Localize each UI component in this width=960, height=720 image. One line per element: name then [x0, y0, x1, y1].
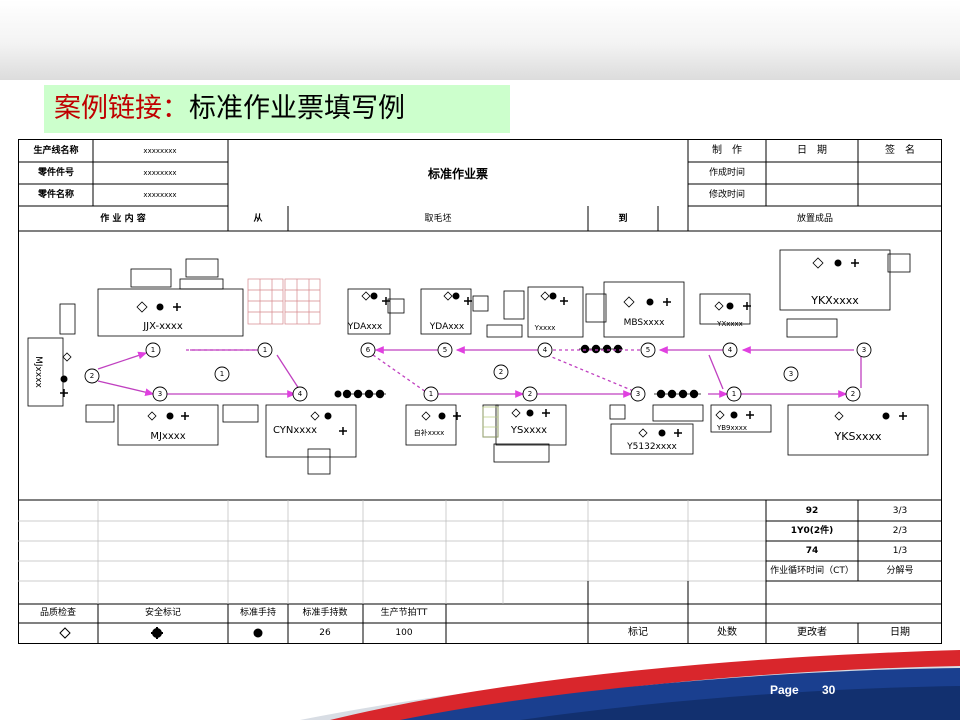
created-label: 作成时间	[708, 168, 746, 178]
to-value: 放置成品	[796, 214, 834, 224]
page-label: Page	[770, 683, 799, 697]
summary-1y0-value: 2/3	[892, 526, 908, 536]
cycle-time-label: 作业循环时间（CT）	[770, 566, 854, 576]
from-label: 从	[253, 214, 263, 224]
changer-label: 更改者	[797, 627, 827, 638]
title-highlight	[44, 85, 510, 133]
step-2-bottom: 2	[527, 390, 533, 398]
step-3-bottom-a: 3	[157, 390, 163, 398]
title-main: 标准作业票填写例	[189, 93, 405, 124]
part-number-value: xxxxxxxx	[143, 169, 177, 177]
machine-label-4: YDAxxx	[429, 322, 465, 332]
part-number-label: 零件件号	[37, 168, 75, 178]
line-name-label: 生产线名称	[33, 146, 79, 156]
standard-stock-count-label: 标准手持数	[302, 608, 348, 618]
machine-symbols	[62, 257, 844, 438]
machine-label-8: YKXxxxx	[811, 294, 859, 307]
machine-label-6: MBSxxxx	[623, 318, 665, 328]
cycle-label-3: 3	[788, 370, 794, 378]
machine-label-3: YDAxxx	[347, 322, 383, 332]
from-value: 取毛坯	[424, 214, 452, 224]
machine-label-10: CYNxxxx	[272, 425, 318, 436]
standard-stock-label: 标准手持	[239, 608, 277, 618]
sign-header: 签 名	[885, 145, 915, 156]
summary-92-value: 3/3	[892, 506, 908, 516]
summary-74-value: 1/3	[892, 546, 908, 556]
summary-92-label: 92	[805, 506, 819, 516]
machine-label-14: YB9xxxx	[716, 424, 748, 432]
step-1-bottom-b: 1	[731, 390, 737, 398]
part-name-label: 零件名称	[37, 190, 75, 200]
line-name-value: xxxxxxxx	[143, 147, 177, 155]
machine-plus	[60, 259, 907, 437]
step-1-top-a: 1	[150, 346, 156, 354]
material-rack	[247, 278, 321, 325]
sheet-grid	[18, 139, 942, 644]
slide-header-band	[0, 0, 960, 80]
cycle-label-2: 2	[498, 368, 504, 376]
quality-check-label: 品质检查	[39, 608, 77, 618]
step-4-bottom-a: 4	[297, 390, 303, 398]
standard-work-sheet: 生产线名称 xxxxxxxx 零件件号 xxxxxxxx 零件名称 xxxxxx…	[18, 139, 942, 644]
machine-label-11: 自补xxxx	[413, 429, 445, 437]
machine-label-15: YKSxxxx	[834, 430, 882, 443]
footer-swoosh	[300, 650, 960, 720]
cycle-time-value: 分解号	[886, 566, 914, 576]
step-2-left: 2	[89, 372, 95, 380]
step-1-bottom-a: 1	[428, 390, 434, 398]
takt-time-label: 生产节拍TT	[380, 608, 428, 618]
summary-1y0-label: 1Y0(2件)	[790, 526, 834, 536]
title-prefix: 案例链接：	[54, 93, 189, 124]
machine-label-9: MJxxxx	[150, 431, 186, 442]
buffer-rack	[482, 406, 499, 438]
mark-label: 标记	[628, 627, 648, 638]
machine-label-2: JJX-xxxx	[143, 321, 183, 332]
page-number: 30	[822, 683, 836, 697]
step-5-top-b: 5	[645, 346, 651, 354]
step-1-top-b: 1	[262, 346, 268, 354]
slide-title: 案例链接：标准作业票填写例	[54, 91, 405, 127]
takt-time-value: 100	[395, 628, 413, 638]
machine-label-7: YXxxxx	[717, 320, 743, 328]
step-4-top-b: 4	[727, 346, 733, 354]
count-label: 处数	[717, 627, 737, 638]
standard-stock-count-value: 26	[319, 628, 331, 638]
summary-74-label: 74	[805, 546, 819, 556]
to-label: 到	[618, 214, 628, 224]
step-circles	[84, 342, 872, 402]
flow-line	[343, 348, 701, 395]
revised-label: 修改时间	[708, 190, 746, 200]
make-header: 制 作	[712, 145, 742, 156]
safety-mark-label: 安全标记	[144, 608, 182, 618]
step-3-bottom-b: 3	[635, 390, 641, 398]
layout-machines	[27, 249, 929, 475]
work-content-label: 作 业 内 容	[100, 214, 146, 224]
step-6-top: 6	[365, 346, 371, 354]
cycle-label-1: 1	[219, 370, 225, 378]
bottom-symbols	[59, 627, 263, 639]
step-5-top-a: 5	[442, 346, 448, 354]
part-name-value: xxxxxxxx	[143, 191, 177, 199]
change-date-label: 日期	[890, 627, 910, 638]
date-header: 日 期	[797, 145, 827, 156]
machine-label-1: MJxxxx	[33, 356, 43, 388]
machine-label-12: YSxxxx	[510, 425, 548, 436]
machine-label-5: Yxxxx	[534, 324, 556, 332]
step-2-bottom-right: 2	[850, 390, 856, 398]
walk-path	[97, 346, 862, 398]
step-3-top-right: 3	[861, 346, 867, 354]
form-title: 标准作业票	[427, 167, 489, 181]
step-4-top-a: 4	[542, 346, 548, 354]
machine-label-13: Y5132xxxx	[627, 442, 677, 452]
machine-dots	[60, 259, 890, 437]
